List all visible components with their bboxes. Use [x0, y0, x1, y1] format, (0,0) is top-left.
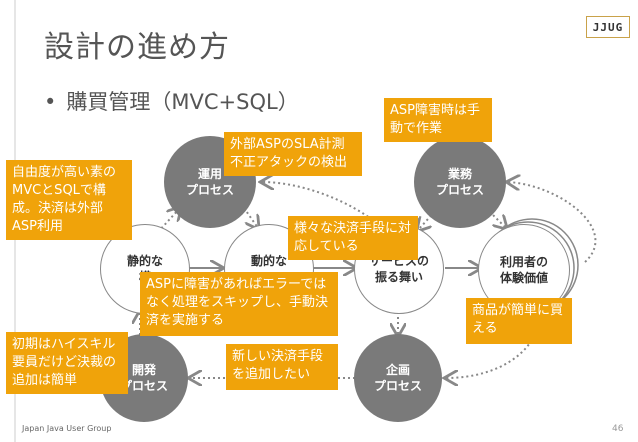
page-title: 設計の進め方: [44, 30, 230, 65]
callout-various-payments: 様々な決済手段に対応している: [288, 216, 418, 260]
node-business-process: 業務プロセス: [414, 136, 506, 228]
callout-freedom: 自由度が高い素のMVCとSQLで構成。決済は外部ASP利用: [6, 160, 132, 240]
callout-easy-buy: 商品が簡単に買える: [466, 298, 572, 344]
arrow-user-plan-feedback: [446, 311, 541, 378]
jjug-logo: JJUG: [586, 16, 630, 38]
footer-org: Japan Java User Group: [22, 424, 112, 433]
bullet-dot-icon: •: [44, 90, 57, 114]
arrow-service-operation-feedback: [262, 182, 381, 227]
callout-sla: 外部ASPのSLA計測不正アタックの検出: [224, 132, 362, 176]
node-operation-process: 運用プロセス: [164, 136, 256, 228]
bullet-text: 購買管理（MVC+SQL）: [66, 90, 299, 114]
callout-skip-processing: ASPに障害があればエラーではなく処理をスキップし、手動決済を実施する: [140, 272, 338, 336]
callout-new-payment: 新しい決済手段を追加したい: [226, 344, 338, 390]
bullet-item: • 購買管理（MVC+SQL）: [44, 86, 299, 116]
node-plan-process: 企画プロセス: [354, 334, 442, 422]
callout-high-skill: 初期はハイスキル要員だけど決裁の追加は簡単: [6, 332, 128, 394]
callout-asp-failure: ASP障害時は手動で作業: [384, 98, 492, 142]
arrow-operation-dynamic: [243, 207, 258, 228]
page-number: 46: [612, 424, 624, 434]
